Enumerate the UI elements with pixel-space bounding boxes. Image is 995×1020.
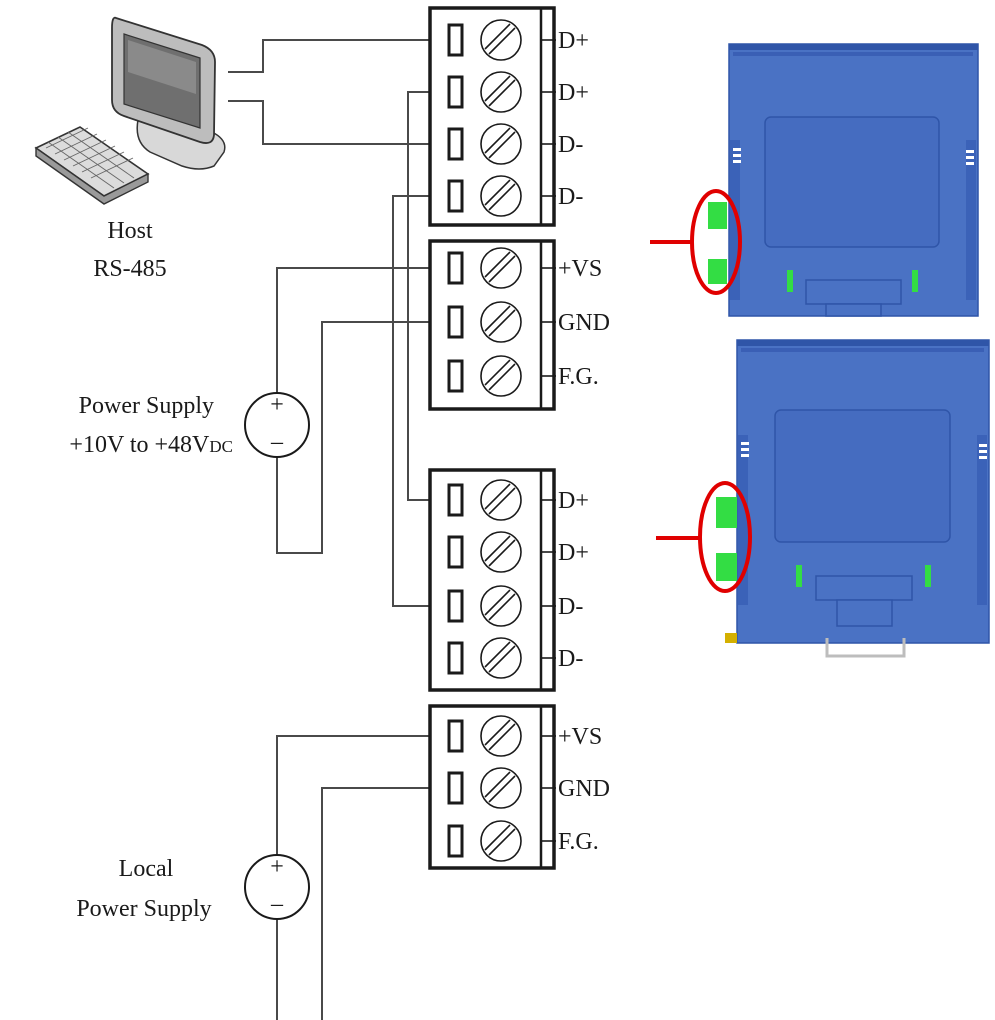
- power-supply-voltage-label: +10V to +48VDC: [69, 432, 233, 458]
- connector-green: [708, 259, 727, 284]
- terminal-pin: D+: [447, 71, 589, 113]
- terminal-label: +VS: [558, 724, 602, 750]
- power-supply-label: Power Supply: [79, 393, 214, 419]
- terminal-pin: GND: [447, 767, 610, 809]
- connector-green: [716, 497, 737, 528]
- terminal-pin: D+: [447, 531, 589, 573]
- terminal-pin: F.G.: [447, 820, 599, 862]
- host-label: Host: [107, 218, 153, 244]
- terminal-label: F.G.: [558, 364, 599, 390]
- device-module-icon: [708, 43, 979, 317]
- terminal-pin: +VS: [447, 715, 602, 757]
- host-wire-dminus: [228, 100, 432, 145]
- bus-wire-dplus: [407, 91, 432, 501]
- terminal-label: D+: [558, 540, 589, 566]
- terminal-pin: D-: [447, 175, 583, 217]
- host-rs485-label: RS-485: [93, 256, 166, 282]
- terminal-block-data-lower: D+ D+ D- D-: [428, 468, 589, 692]
- terminal-block-power-lower: +VS GND F.G.: [428, 704, 610, 870]
- connector-green: [708, 202, 727, 229]
- local-psu-minus-sign: –: [270, 891, 284, 917]
- local-power-supply-source-icon: + –: [244, 854, 310, 920]
- terminal-pin: D-: [447, 123, 583, 165]
- terminal-label: GND: [558, 776, 610, 802]
- keyboard-icon: [34, 126, 150, 205]
- device-module-icon: [716, 339, 990, 658]
- terminal-pin: +VS: [447, 247, 602, 289]
- connector-green: [716, 553, 737, 581]
- terminal-pin: D+: [447, 19, 589, 61]
- local-psu-wire-plus: [276, 735, 432, 855]
- terminal-label: +VS: [558, 256, 602, 282]
- terminal-label: D+: [558, 80, 589, 106]
- local-psu-plus-sign: +: [270, 854, 284, 880]
- terminal-block-data-upper: D+ D+ D- D-: [428, 6, 589, 227]
- local-psu-wire-minus: [321, 787, 432, 1020]
- computer-icon: [111, 16, 226, 170]
- psu-wire-plus: [276, 267, 432, 394]
- terminal-label: D-: [558, 132, 583, 158]
- terminal-pin: GND: [447, 301, 610, 343]
- terminal-label: D-: [558, 594, 583, 620]
- terminal-pin: F.G.: [447, 355, 599, 397]
- terminal-label: D+: [558, 488, 589, 514]
- terminal-label: F.G.: [558, 829, 599, 855]
- local-power-supply-label-2: Power Supply: [76, 896, 211, 922]
- voltage-dc-subscript: DC: [209, 437, 233, 456]
- psu-wire-minus: [276, 321, 432, 554]
- local-power-supply-label: Local: [119, 856, 174, 882]
- bus-wire-dminus: [392, 195, 432, 607]
- terminal-label: GND: [558, 310, 610, 336]
- terminal-pin: D-: [447, 585, 583, 627]
- terminal-label: D-: [558, 646, 583, 672]
- terminal-label: D-: [558, 184, 583, 210]
- terminal-pin: D+: [447, 479, 589, 521]
- voltage-range-text: +10V to +48V: [69, 432, 210, 458]
- terminal-block-power-upper: +VS GND F.G.: [428, 239, 610, 411]
- terminal-pin: D-: [447, 637, 583, 679]
- power-supply-source-icon: + –: [244, 392, 310, 458]
- terminal-label: D+: [558, 28, 589, 54]
- psu-minus-sign: –: [270, 429, 284, 455]
- host-wire-dplus: [228, 39, 432, 73]
- wiring: [228, 39, 432, 1020]
- psu-plus-sign: +: [270, 392, 284, 418]
